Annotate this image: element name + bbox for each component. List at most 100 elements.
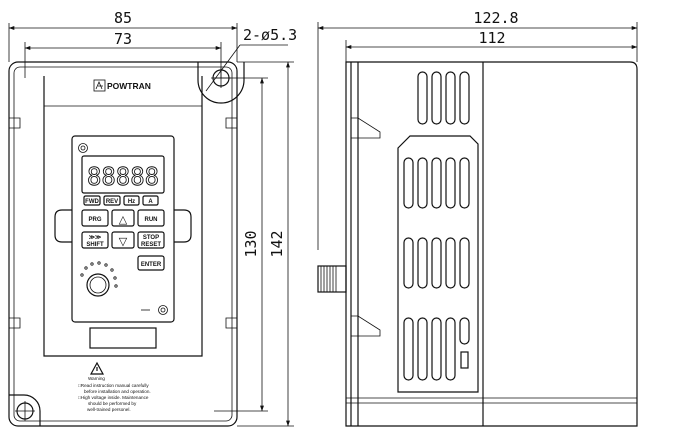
- knob-inner: [89, 276, 107, 294]
- hz-label: Hz: [128, 199, 135, 205]
- side-notch: [351, 315, 381, 337]
- vent-slot: [403, 157, 414, 209]
- vent-slot: [431, 71, 442, 125]
- enter-button[interactable]: [137, 255, 165, 271]
- side-clip: [225, 117, 237, 129]
- side-port: [460, 351, 469, 369]
- vent-slot: [459, 317, 470, 345]
- side-body-outline: [345, 61, 638, 427]
- vent-slot: [417, 317, 428, 381]
- knob-scale-dot: [114, 284, 118, 288]
- side-view: 122.8 112: [317, 9, 638, 427]
- knob-outer: [86, 273, 110, 297]
- dimension-total-width: 85: [114, 9, 132, 27]
- dimension-body-depth: 112: [478, 29, 505, 47]
- vent-slot: [417, 71, 428, 125]
- prg-label: PRG: [88, 217, 101, 223]
- dimension-total-height: 142: [268, 230, 286, 257]
- run-button[interactable]: [137, 209, 165, 227]
- warning-line-2: before installation and operation.: [84, 389, 151, 394]
- nameplate-window: [89, 327, 157, 349]
- hole-leader-line: [205, 44, 241, 92]
- vent-slot: [445, 157, 456, 209]
- rev-label: REV: [106, 199, 118, 205]
- potentiometer-knob[interactable]: [80, 261, 118, 297]
- warning-label: Warning □Read instruction manual careful…: [78, 361, 151, 412]
- up-arrow-icon: △: [119, 213, 128, 226]
- side-clip: [9, 317, 21, 329]
- knob-scale-dot: [84, 266, 88, 270]
- mount-slot-top: [197, 62, 245, 104]
- fwd-label: FWD: [85, 199, 99, 205]
- rev-indicator: [103, 195, 121, 206]
- vent-slot: [445, 237, 456, 289]
- right-handle-wing: [174, 209, 192, 243]
- vent-slot: [417, 237, 428, 289]
- run-label: RUN: [145, 217, 158, 223]
- knob-scale-dot: [110, 268, 114, 272]
- vent-slot: [431, 237, 442, 289]
- brand-logo-icon: [93, 79, 106, 92]
- hz-indicator: [123, 195, 140, 206]
- brand-logo-mark: [95, 80, 103, 90]
- enter-label: ENTER: [141, 262, 162, 268]
- vent-slot: [431, 317, 442, 381]
- a-indicator: [142, 195, 159, 206]
- knob-scale-dot: [80, 273, 84, 277]
- down-button[interactable]: [111, 231, 135, 249]
- keypad-panel: [71, 135, 175, 323]
- knob-scale-dot: [113, 276, 117, 280]
- shift-arrows-icon: ≫≫: [89, 235, 102, 241]
- side-notch: [351, 117, 381, 139]
- fwd-indicator: [83, 195, 101, 206]
- keypad-screw: [78, 143, 88, 153]
- warning-line-5: well-trained personel.: [87, 407, 131, 412]
- warning-line-1: □Read instruction manual carefully: [78, 383, 149, 388]
- brand-name: POWTRAN: [107, 81, 151, 91]
- indicator-row: FWD REV Hz A: [83, 195, 159, 206]
- vent-slot: [459, 157, 470, 209]
- keypad-screw-inner: [160, 307, 166, 313]
- front-cover: [43, 76, 203, 357]
- stop-label: STOP: [143, 235, 159, 241]
- side-knob-protrusion: [317, 265, 347, 293]
- dimension-hole-spacing: 73: [114, 30, 132, 48]
- dimension-total-depth: 122.8: [473, 9, 518, 27]
- reset-label: RESET: [141, 242, 161, 248]
- mount-hole-callout: 2-ø5.3: [243, 26, 297, 44]
- prg-button[interactable]: [81, 209, 109, 227]
- up-button[interactable]: [111, 209, 135, 227]
- vent-slot: [431, 157, 442, 209]
- brand-logo: POWTRAN: [93, 79, 151, 92]
- vent-slot: [417, 157, 428, 209]
- front-body-outline: [8, 61, 238, 427]
- warning-title: Warning: [88, 376, 105, 381]
- warning-line-3: □High voltage inside. Maintenance: [78, 395, 149, 400]
- side-clip: [225, 317, 237, 329]
- knob-scale-dot: [104, 263, 108, 267]
- vent-slot: [445, 71, 456, 125]
- front-body-inner: [13, 66, 233, 422]
- stop-reset-button[interactable]: [137, 231, 165, 249]
- knob-scale-dot: [97, 261, 101, 265]
- vent-slot: [445, 317, 456, 381]
- keypad-screw-inner: [80, 145, 86, 151]
- warning-line-4: should be performed by: [88, 401, 137, 406]
- keypad-screw: [158, 305, 168, 315]
- vent-slot: [459, 237, 470, 289]
- knob-scale-dot: [90, 262, 94, 266]
- led-display: [81, 155, 165, 194]
- dimension-hole-height: 130: [242, 230, 260, 257]
- left-handle-wing: [54, 209, 72, 243]
- front-view: 85 73 2-ø5.3 130 142: [8, 9, 297, 427]
- a-label: A: [148, 199, 153, 205]
- mount-slot-bottom: [9, 394, 41, 426]
- led-display-digits: 88888: [87, 162, 159, 191]
- shift-label: SHIFT: [86, 242, 104, 248]
- side-clip: [9, 117, 21, 129]
- shift-button[interactable]: [81, 231, 109, 249]
- vent-slot: [403, 237, 414, 289]
- down-arrow-icon: ▽: [119, 235, 128, 248]
- warning-triangle-icon: [89, 361, 105, 375]
